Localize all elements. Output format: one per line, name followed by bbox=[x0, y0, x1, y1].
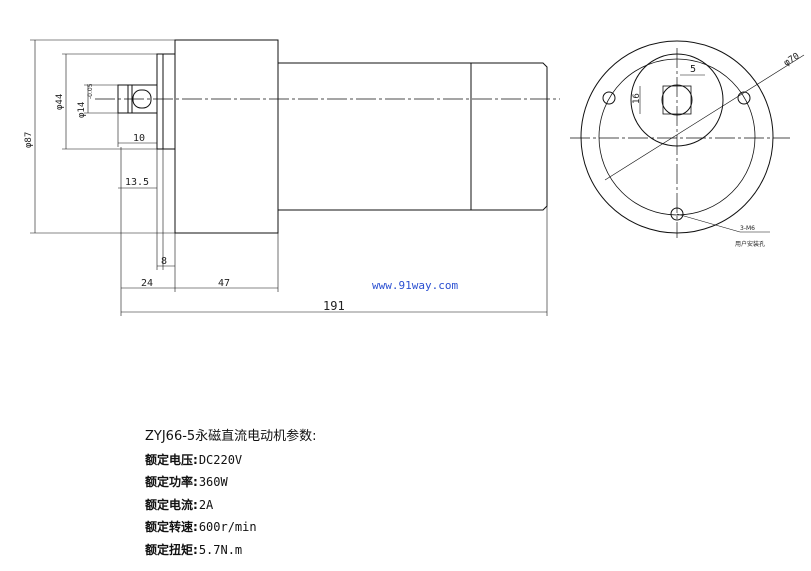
spec-row-torque: 额定扭矩:5.7N.m bbox=[145, 542, 243, 557]
motor-spec-block: ZYJ66-5永磁直流电动机参数: 额定电压:DC220V 额定功率:360W … bbox=[145, 426, 317, 562]
spec-row-voltage: 额定电压:DC220V bbox=[145, 452, 243, 467]
spec-row-speed: 额定转速:600r/min bbox=[145, 520, 257, 535]
motor-side-view bbox=[30, 39, 560, 316]
mounting-hole-right bbox=[737, 91, 751, 105]
dim-191: 191 bbox=[323, 299, 345, 313]
motor-housing bbox=[174, 39, 279, 234]
dim-key-width: 5 bbox=[690, 64, 696, 75]
holes-note: 用户安装孔 bbox=[735, 240, 765, 248]
watermark: www.91way.com bbox=[372, 279, 458, 292]
mounting-hole-left bbox=[602, 91, 616, 105]
motor-front-view bbox=[570, 40, 805, 238]
dim-phi14-tolerance: -0.05 bbox=[87, 83, 94, 99]
holes-label: 3-M6 bbox=[740, 225, 755, 232]
spec-row-current: 额定电流:2A bbox=[145, 497, 214, 512]
dim-pcd-phi70: φ70 bbox=[782, 51, 801, 68]
dim-key-height: 16 bbox=[632, 93, 642, 104]
dim-24: 24 bbox=[141, 278, 153, 289]
dim-13-5: 13.5 bbox=[125, 177, 149, 188]
motor-rear-body bbox=[278, 62, 548, 211]
dim-47: 47 bbox=[218, 278, 230, 289]
dim-phi14: φ14 bbox=[77, 102, 87, 118]
dim-phi87: φ87 bbox=[24, 132, 34, 148]
spec-title: ZYJ66-5永磁直流电动机参数: bbox=[145, 429, 317, 444]
spec-row-power: 额定功率:360W bbox=[145, 475, 228, 490]
dim-phi44: φ44 bbox=[55, 94, 65, 110]
dim-10: 10 bbox=[133, 133, 145, 144]
mounting-flange bbox=[156, 53, 176, 150]
dim-8: 8 bbox=[161, 256, 167, 267]
